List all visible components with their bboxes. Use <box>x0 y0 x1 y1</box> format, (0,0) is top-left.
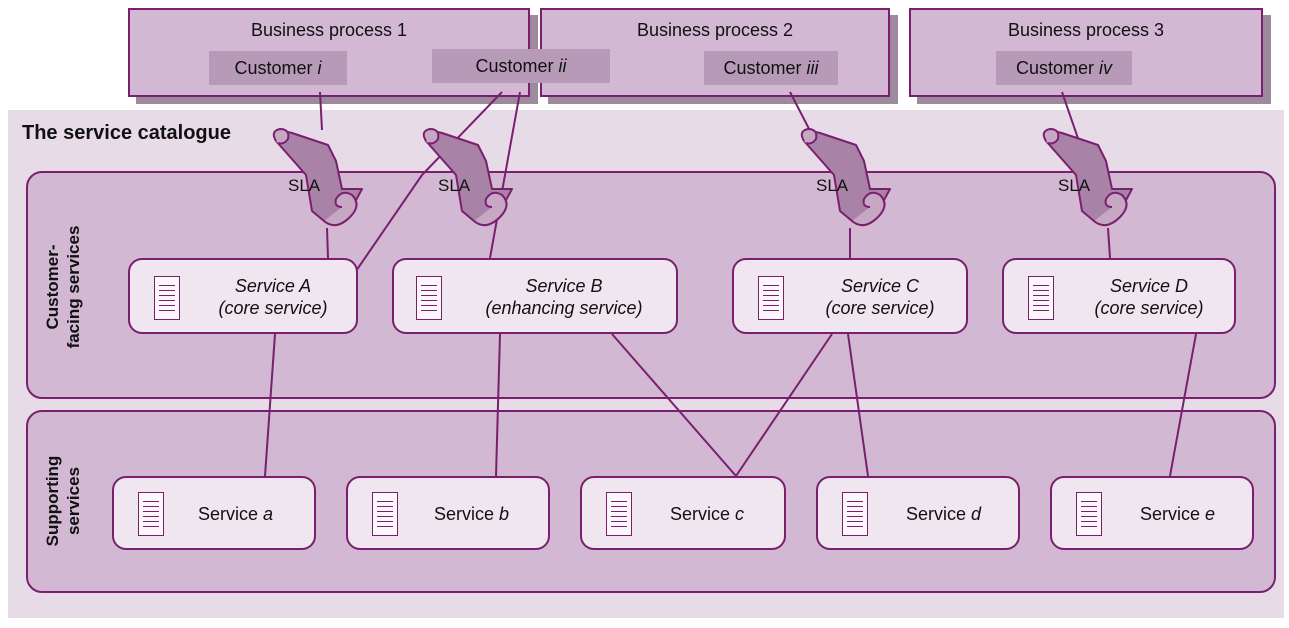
service-label: Service b <box>434 504 510 524</box>
service-name: Service D <box>1109 276 1189 296</box>
service-label: Service e <box>1140 504 1216 524</box>
customer-ii: Customer ii <box>432 49 610 83</box>
service-A-box[interactable]: Service A (core service) <box>128 258 358 334</box>
service-label: Service a <box>198 504 274 524</box>
document-icon <box>606 492 632 536</box>
service-b-box[interactable]: Service b <box>346 476 550 550</box>
service-name: Service A <box>234 276 312 296</box>
document-icon <box>1028 276 1054 320</box>
service-D-box[interactable]: Service D (core service) <box>1002 258 1236 334</box>
customer-i: Customer i <box>209 51 347 85</box>
service-label: Service d <box>906 504 982 524</box>
service-e-box[interactable]: Service e <box>1050 476 1254 550</box>
document-icon <box>154 276 180 320</box>
business-process-title: Business process 1 <box>250 20 408 40</box>
sla-label: SLA <box>1058 176 1091 195</box>
customer-iv: Customer iv <box>996 51 1132 85</box>
service-type: (core service) <box>825 298 935 318</box>
document-icon <box>842 492 868 536</box>
document-icon <box>1076 492 1102 536</box>
service-C-box[interactable]: Service C (core service) <box>732 258 968 334</box>
sla-label: SLA <box>438 176 471 195</box>
business-process-title: Business process 3 <box>1007 20 1165 40</box>
service-a-box[interactable]: Service a <box>112 476 316 550</box>
service-B-box[interactable]: Service B (enhancing service) <box>392 258 678 334</box>
sla-label: SLA <box>816 176 849 195</box>
customer-iii: Customer iii <box>704 51 838 85</box>
business-process-3: Business process 3 Customer iv <box>909 8 1263 97</box>
service-d-box[interactable]: Service d <box>816 476 1020 550</box>
service-name: Service B <box>525 276 603 296</box>
document-icon <box>758 276 784 320</box>
document-icon <box>416 276 442 320</box>
service-label: Service c <box>670 504 745 524</box>
document-icon <box>372 492 398 536</box>
service-type: (core service) <box>218 298 328 318</box>
service-name: Service C <box>840 276 920 296</box>
service-c-box[interactable]: Service c <box>580 476 786 550</box>
service-type: (core service) <box>1094 298 1204 318</box>
service-type: (enhancing service) <box>485 298 643 318</box>
document-icon <box>138 492 164 536</box>
sla-label: SLA <box>288 176 321 195</box>
catalogue-title: The service catalogue <box>22 122 231 144</box>
business-process-title: Business process 2 <box>636 20 794 40</box>
connector-lines <box>264 91 1197 477</box>
